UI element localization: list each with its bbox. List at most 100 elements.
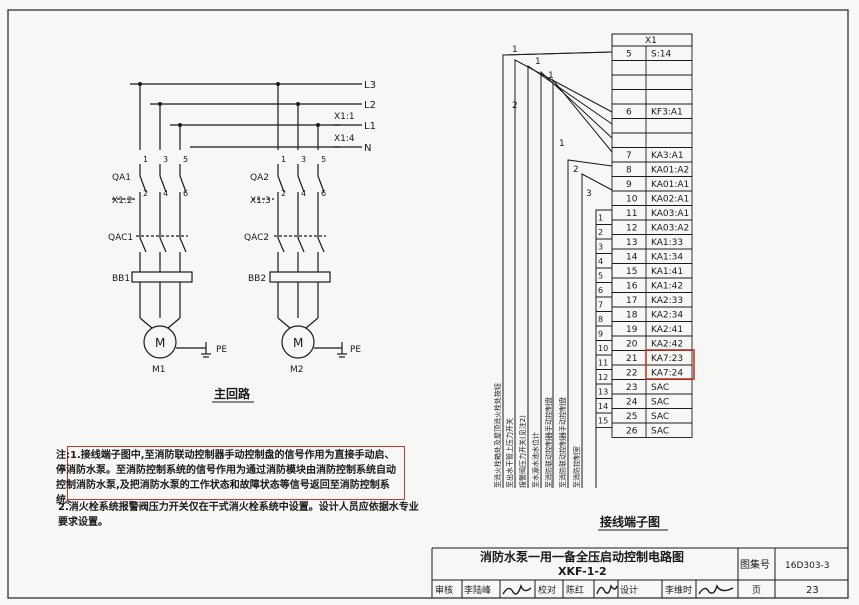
terminal-label: KA2:33 [651, 296, 683, 306]
cable-core-num: 7 [598, 301, 603, 310]
terminal-block-title: 接线端子图 [600, 514, 660, 529]
terminal-label-1: X1:2 [112, 196, 133, 206]
terminal-label: SAC [651, 412, 669, 422]
terminal-num: 12 [626, 224, 637, 234]
terminal-block-header: X1 [645, 36, 657, 46]
cable-dest-5: 至消防联动控制器手动控制盘 [544, 397, 553, 488]
terminal-label: KA1:33 [651, 238, 683, 248]
cable-core-num: 1 [598, 214, 603, 223]
terminal-row: 14 KA1:34 [611, 248, 693, 264]
motor-symbol-2: M [293, 336, 303, 350]
terminal-num: 25 [626, 412, 637, 422]
terminal-num: 18 [626, 311, 638, 321]
note-1: 注:1.接线端子图中,至消防联动控制器手动控制盘的信号作用为直接手动启、停消防水… [56, 450, 396, 506]
cable-core-num: 14 [598, 402, 608, 411]
terminal-row: 17 KA2:33 [611, 292, 693, 308]
pin-top-1b: 3 [163, 155, 168, 164]
bus-labels: L3 L2 L1 N X1:1 X1:4 [334, 80, 376, 154]
cable-destination-labels: 至消火栓箱处及屋顶消火栓处按钮 至出水干管上压力开关 报警阀压力开关(见注2) … [493, 383, 581, 488]
terminal-label: KA1:41 [651, 267, 683, 277]
terminal-row [611, 60, 693, 76]
terminal-label: KA1:34 [651, 253, 683, 263]
terminal-num: 14 [626, 253, 638, 263]
designer-name: 李维时 [665, 584, 692, 596]
title-block-text: 消防水泵一用一备全压启动控制电路图 XKF-1-2 图集号 16D303-3 审… [435, 549, 830, 596]
main-circuit [130, 83, 362, 148]
cable-num-1: 1 [512, 45, 518, 55]
earth-label-1: PE [216, 345, 227, 355]
cable-num-6: 2 [573, 165, 579, 175]
cable-dest-2: 至出水干管上压力开关 [505, 418, 514, 488]
terminal-num: 6 [626, 108, 632, 118]
terminal-num: 10 [626, 195, 638, 205]
cable-core-num: 2 [598, 228, 603, 237]
terminal-num: 7 [626, 151, 632, 161]
signatures [502, 583, 734, 595]
terminal-label: S:14 [651, 50, 671, 60]
review-label: 审核 [435, 584, 453, 596]
cable-core-num: 12 [598, 373, 608, 382]
terminal-num: 23 [626, 383, 637, 393]
page-number: 23 [806, 585, 819, 596]
cable-core-num: 4 [598, 257, 603, 266]
signature-designer [698, 584, 734, 595]
terminal-label: KA03:A1 [651, 209, 689, 219]
terminal-label: KF3:A1 [651, 108, 683, 118]
cable-num-2: 2 [512, 101, 518, 111]
bus-label-n: N [364, 143, 371, 154]
pin-top-1c: 5 [183, 155, 188, 164]
breaker-label-1: QA1 [112, 173, 131, 183]
cable-core-num: 10 [598, 344, 608, 353]
pin-mid-2b: 4 [301, 189, 306, 198]
terminal-label: SAC [651, 427, 669, 437]
bus-tap-x11: X1:1 [334, 112, 355, 122]
motor-name-1: M1 [152, 365, 166, 375]
earth-label-2: PE [350, 345, 361, 355]
terminal-label: KA1:42 [651, 282, 683, 292]
terminal-num: 17 [626, 296, 637, 306]
pin-top-2c: 5 [321, 155, 326, 164]
terminal-label: KA02:A1 [651, 195, 689, 205]
atlas-label: 图集号 [740, 558, 770, 571]
cable-num-3: 1 [535, 57, 541, 67]
design-label: 设计 [620, 584, 638, 596]
terminal-num: 24 [626, 398, 638, 408]
cable-num-7: 3 [586, 189, 592, 199]
cable-dest-4: 至水源水池水位计 [531, 432, 540, 488]
atlas-number: 16D303-3 [785, 561, 830, 571]
bus-tap-x14: X1:4 [334, 134, 355, 144]
terminal-label: KA03:A2 [651, 224, 689, 234]
terminal-label: KA01:A2 [651, 166, 689, 176]
cable-core-num: 8 [598, 315, 603, 324]
cable-core-num: 11 [598, 359, 608, 368]
pin-top-2a: 1 [281, 155, 286, 164]
breaker-label-2: QA2 [250, 173, 269, 183]
pin-mid-2c: 6 [321, 189, 326, 198]
cable-dest-7: 至消防控制室 [572, 446, 581, 488]
terminal-row: 6 KF3:A1 [611, 103, 693, 119]
cable-numbers: 1 2 1 1 1 2 3 [512, 45, 592, 199]
cable-dest-6: 至消防联动控制器手动控制盘 [558, 397, 567, 488]
terminal-row: 12 KA03:A2 [611, 219, 693, 235]
thermal-label-2: BB2 [248, 274, 266, 284]
terminal-row: 10 KA02:A1 [611, 190, 693, 206]
note-highlight-box [67, 446, 405, 500]
terminal-label: KA2:42 [651, 340, 683, 350]
checker-name: 陈红 [566, 584, 584, 596]
title-block [431, 547, 848, 598]
terminal-num: 21 [626, 354, 637, 364]
bus-label-l1: L1 [364, 121, 376, 132]
motor-branch-1: QA1 X1:2 QAC1 BB1 M M1 PE 1 3 5 2 4 6 [108, 82, 227, 375]
terminal-label: KA2:41 [651, 325, 683, 335]
terminal-label-2: X1:3 [250, 196, 271, 206]
